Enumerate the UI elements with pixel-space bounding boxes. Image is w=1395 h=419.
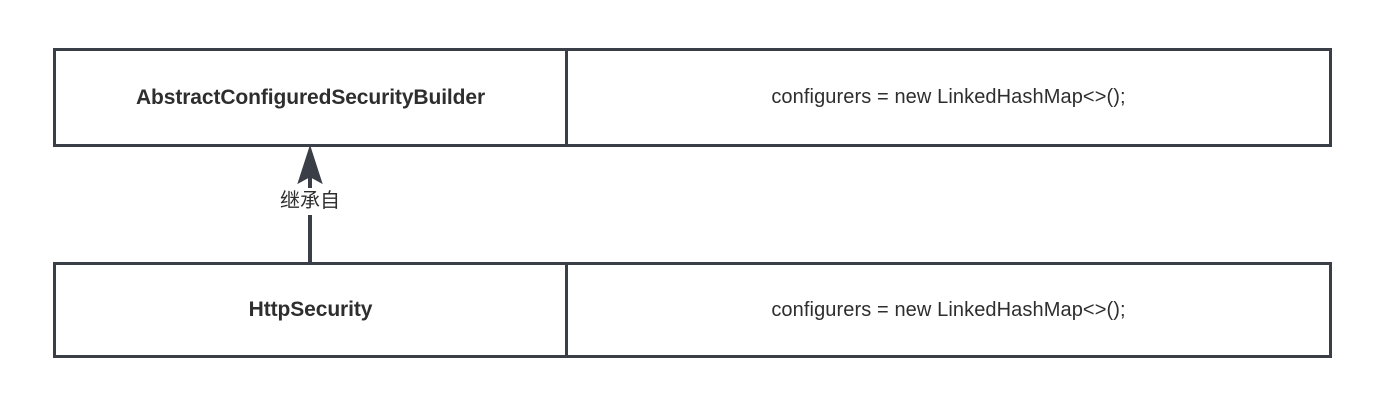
class-name-child: HttpSecurity — [56, 265, 568, 355]
inheritance-arrowhead — [297, 144, 323, 185]
inheritance-label: 继承自 — [258, 188, 362, 215]
class-name-parent: AbstractConfiguredSecurityBuilder — [56, 51, 568, 144]
class-member-parent: configurers = new LinkedHashMap<>(); — [568, 51, 1329, 144]
class-box-httpsecurity[interactable]: HttpSecurity configurers = new LinkedHas… — [53, 262, 1332, 358]
class-member-child: configurers = new LinkedHashMap<>(); — [568, 265, 1329, 355]
class-box-abstractconfiguredsecuritybuilder[interactable]: AbstractConfiguredSecurityBuilder config… — [53, 48, 1332, 147]
